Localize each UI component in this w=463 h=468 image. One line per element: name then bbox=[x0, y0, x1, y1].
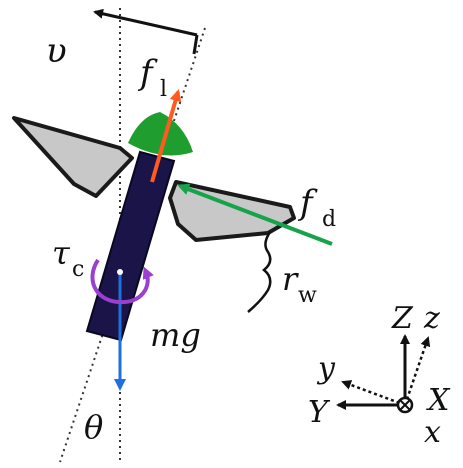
label-z: z bbox=[423, 301, 440, 336]
lift-force-arrow bbox=[150, 89, 182, 183]
coordinate-frame bbox=[336, 334, 431, 414]
label-lift-sub: l bbox=[160, 77, 167, 102]
y-axis-arrow bbox=[341, 380, 406, 407]
label-X: X bbox=[426, 383, 451, 418]
velocity-arrow bbox=[93, 8, 198, 37]
label-wing-distance-sub: w bbox=[298, 283, 317, 308]
label-weight: mg bbox=[150, 316, 201, 354]
label-torque-sub: c bbox=[72, 257, 84, 282]
left-wing bbox=[12, 116, 134, 198]
label-x: x bbox=[424, 415, 441, 450]
velocity-arrow-tail bbox=[192, 34, 199, 55]
label-pitch-angle: θ bbox=[84, 408, 103, 446]
drag-force-arrow bbox=[177, 183, 333, 246]
x-axis-cross-b bbox=[399, 399, 411, 411]
wing-distance-brace bbox=[247, 231, 272, 313]
insect-head bbox=[128, 112, 193, 156]
label-y: y bbox=[316, 351, 336, 386]
label-wing-distance: r bbox=[282, 260, 299, 298]
label-lift: f bbox=[137, 53, 158, 93]
center-of-mass bbox=[117, 269, 123, 275]
label-torque: τ bbox=[52, 234, 71, 272]
label-Y: Y bbox=[308, 395, 331, 430]
label-Z: Z bbox=[391, 301, 414, 336]
z-axis-arrow bbox=[403, 336, 431, 406]
torque-arrow bbox=[90, 258, 154, 305]
label-drag-sub: d bbox=[322, 207, 336, 232]
label-velocity: υ bbox=[46, 31, 67, 71]
right-wing bbox=[168, 180, 296, 242]
label-drag: f bbox=[297, 183, 318, 223]
